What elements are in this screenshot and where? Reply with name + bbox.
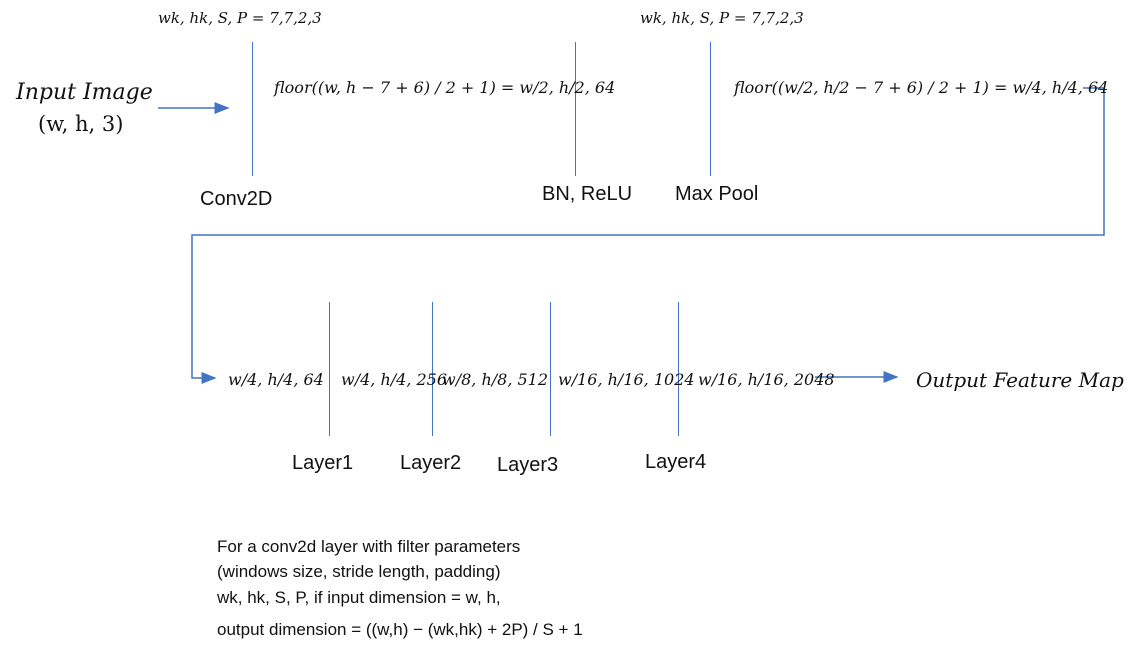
layer3-label: Layer3 xyxy=(497,454,559,476)
conv2d-label: Conv2D xyxy=(200,188,273,210)
conv2d-separator xyxy=(252,42,253,176)
maxpool-label: Max Pool xyxy=(675,183,759,205)
stage2-params: wk, hk, S, P = 7,7,2,3 xyxy=(640,9,804,27)
layer2-label: Layer2 xyxy=(400,452,462,474)
stage1-params: wk, hk, S, P = 7,7,2,3 xyxy=(158,9,322,27)
dim-after-layer3: w/16, h/16, 1024 xyxy=(558,370,695,389)
note-line-3: wk, hk, S, P, if input dimension = w, h, xyxy=(217,588,501,607)
bn-relu-separator xyxy=(575,42,576,176)
stage2-formula: floor((w/2, h/2 − 7 + 6) / 2 + 1) = w/4,… xyxy=(734,78,1109,97)
layer1-separator xyxy=(329,302,330,436)
layer4-separator xyxy=(678,302,679,436)
dim-after-maxpool: w/4, h/4, 64 xyxy=(228,370,324,389)
wrap-connector xyxy=(191,87,1105,384)
stage1-formula: floor((w, h − 7 + 6) / 2 + 1) = w/2, h/2… xyxy=(274,78,616,97)
maxpool-separator xyxy=(710,42,711,176)
note-line-4: output dimension = ((w,h) − (wk,hk) + 2P… xyxy=(217,620,583,639)
output-label: Output Feature Map xyxy=(916,368,1124,392)
layer1-label: Layer1 xyxy=(292,452,354,474)
note-line-1: For a conv2d layer with filter parameter… xyxy=(217,537,521,556)
layer4-label: Layer4 xyxy=(645,451,707,473)
dim-after-layer1: w/4, h/4, 256 xyxy=(341,370,448,389)
bn-relu-label: BN, ReLU xyxy=(542,183,633,205)
note-line-2: (windows size, stride length, padding) xyxy=(217,562,501,581)
input-dims: (w, h, 3) xyxy=(38,112,124,136)
layer2-separator xyxy=(432,302,433,436)
input-label: Input Image xyxy=(16,80,153,105)
dim-after-layer4: w/16, h/16, 2048 xyxy=(698,370,835,389)
dim-after-layer2: w/8, h/8, 512 xyxy=(442,370,549,389)
layer3-separator xyxy=(550,302,551,436)
